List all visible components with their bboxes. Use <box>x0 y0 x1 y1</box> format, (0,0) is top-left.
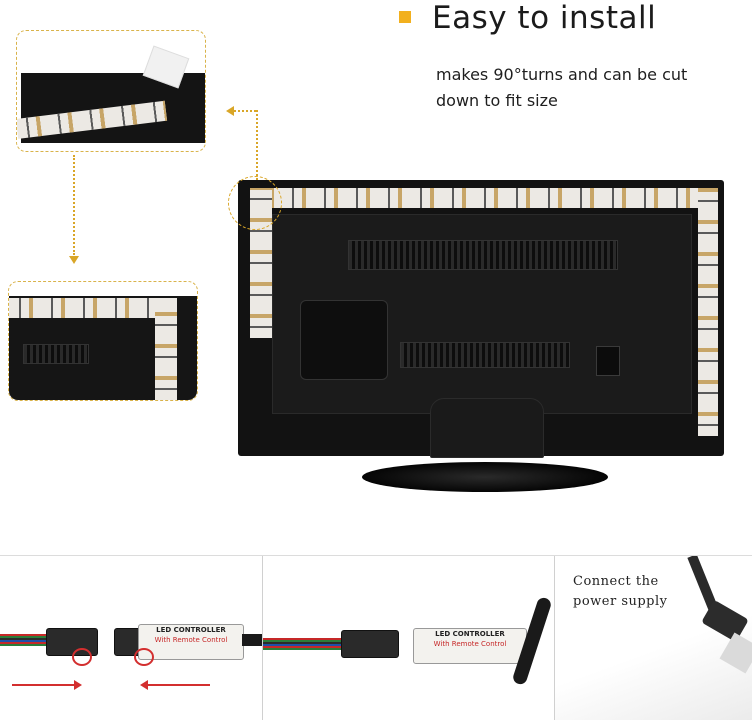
controller-subtitle: With Remote Control <box>433 640 507 648</box>
corner-highlight-circle <box>228 176 282 230</box>
tv-port-panel <box>300 300 388 380</box>
bullet-icon <box>399 11 411 23</box>
tv-power-port <box>596 346 620 376</box>
rgb-wires <box>263 638 343 650</box>
subtitle-line-1: makes 90°turns and can be cut <box>436 65 688 84</box>
tv-mid-vent <box>400 342 570 368</box>
tv-stand-neck <box>430 398 544 458</box>
led-strip-horizontal <box>9 298 177 318</box>
arrow-line <box>148 684 210 686</box>
arrow-left-icon <box>140 680 148 690</box>
controller-subtitle: With Remote Control <box>154 636 228 644</box>
led-controller: LED CONTROLLER With Remote Control <box>138 624 244 660</box>
page-title: Easy to install <box>432 0 657 36</box>
led-strip-vertical <box>155 298 177 400</box>
led-controller: LED CONTROLLER With Remote Control <box>413 628 527 664</box>
subtitle: makes 90°turns and can be cut down to fi… <box>436 62 687 114</box>
power-bg <box>555 556 752 720</box>
controller-label: LED CONTROLLER <box>156 626 226 634</box>
panel-divider <box>554 556 555 720</box>
arrow-down-icon <box>69 256 79 264</box>
led-strip-top <box>250 188 712 208</box>
highlight-circle <box>72 648 92 666</box>
tv-stand-base <box>362 462 608 492</box>
controller-cable <box>242 634 262 646</box>
connector-line <box>234 110 256 112</box>
connect-line-1: Connect the <box>573 574 659 589</box>
arrow-right-icon <box>74 680 82 690</box>
rgb-wires <box>0 634 50 646</box>
subtitle-line-2: down to fit size <box>436 91 558 110</box>
section-divider <box>0 555 752 556</box>
panel-power <box>555 556 752 720</box>
connect-line-2: power supply <box>573 594 668 609</box>
inset-bottom-corner <box>8 281 198 401</box>
led-strip-right <box>698 188 718 436</box>
connector-line <box>73 155 75 255</box>
tv-vent <box>23 344 89 364</box>
panel-divider <box>262 556 263 720</box>
strip-plug <box>341 630 399 658</box>
connector-line <box>256 110 258 180</box>
highlight-circle <box>134 648 154 666</box>
arrow-line <box>12 684 74 686</box>
panel-connect-controller: LED CONTROLLER With Remote Control <box>0 556 262 720</box>
panel-connected: LED CONTROLLER With Remote Control <box>263 556 554 720</box>
inset-top-corner <box>16 30 206 152</box>
tv-top-vent <box>348 240 618 270</box>
controller-label: LED CONTROLLER <box>435 630 505 638</box>
arrow-left-icon <box>226 106 234 116</box>
connect-power-caption: Connect the power supply <box>573 572 668 612</box>
